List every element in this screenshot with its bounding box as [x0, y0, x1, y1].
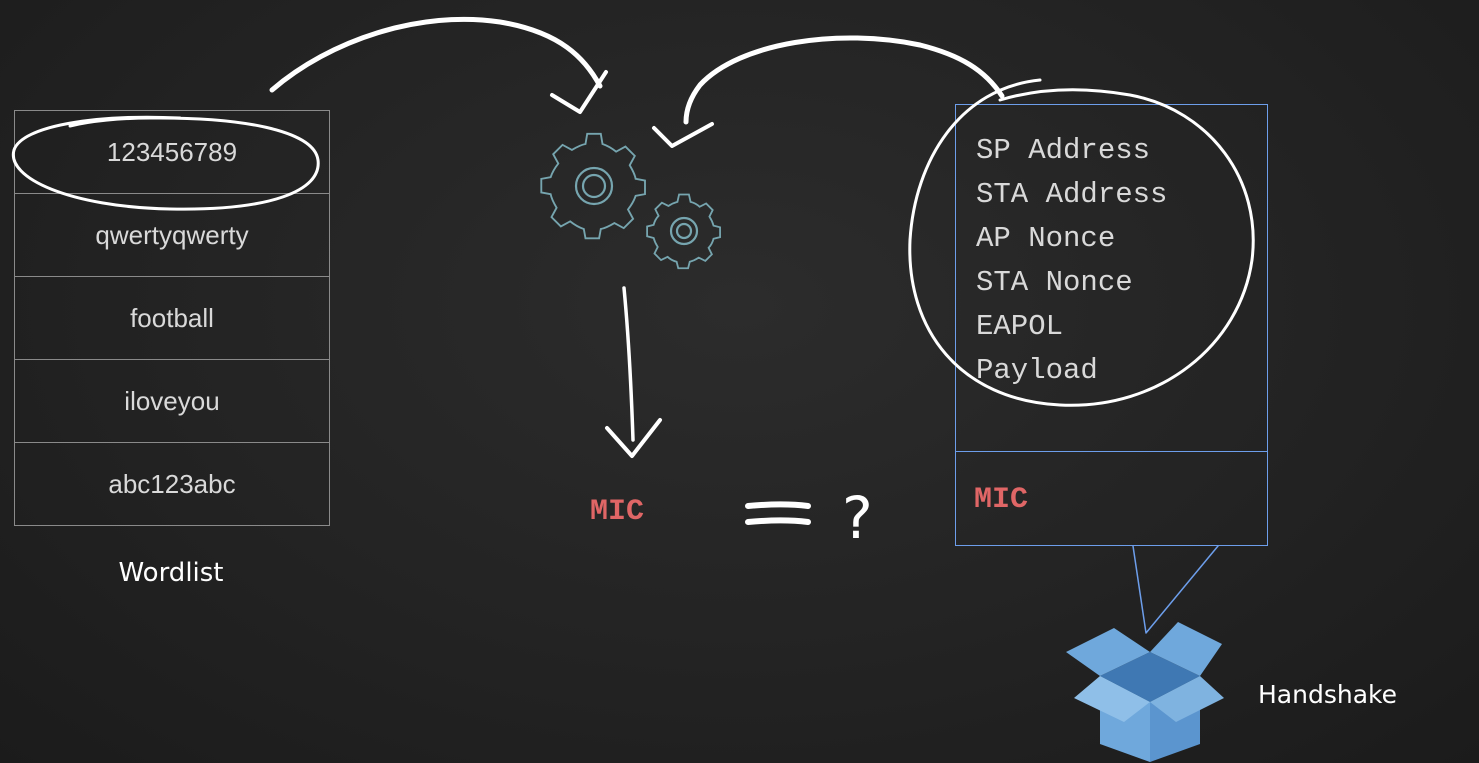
handshake-mic-label: MIC — [974, 483, 1029, 517]
handshake-field: AP Nonce — [976, 222, 1116, 255]
handshake-divider — [956, 451, 1267, 452]
equals-sign — [745, 501, 811, 525]
wordlist-entry: 123456789 — [15, 111, 329, 194]
handshake-field: STA Nonce — [976, 266, 1133, 299]
handshake-field: EAPOL — [976, 310, 1064, 343]
handshake-fields-list: SP Address STA Address AP Nonce STA Nonc… — [976, 129, 1167, 393]
computed-mic-label: MIC — [590, 495, 645, 529]
handshake-arrowhead — [652, 122, 714, 148]
handshake-field: Payload — [976, 354, 1098, 387]
wordlist-entry: iloveyou — [15, 360, 329, 443]
handshake-callout: SP Address STA Address AP Nonce STA Nonc… — [955, 104, 1268, 546]
mic-arrowhead — [605, 418, 662, 458]
handshake-field: STA Address — [976, 178, 1168, 211]
gears-to-mic-arrow — [622, 286, 635, 442]
wordlist-entry: football — [15, 277, 329, 360]
wordlist-entry: abc123abc — [15, 443, 329, 526]
question-mark: ? — [842, 484, 873, 552]
handshake-field: SP Address — [976, 134, 1151, 167]
gears-icon — [540, 132, 721, 270]
wordlist-label: Wordlist — [118, 558, 224, 588]
handshake-label: Handshake — [1258, 680, 1397, 709]
wordlist-to-gears-arrow — [269, 16, 603, 93]
wordlist-entry: qwertyqwerty — [15, 194, 329, 277]
open-box-icon — [1066, 622, 1224, 762]
callout-tail — [1132, 545, 1219, 634]
wordlist-arrowhead — [550, 70, 608, 114]
wordlist-table: 123456789 qwertyqwerty football iloveyou… — [14, 110, 330, 526]
